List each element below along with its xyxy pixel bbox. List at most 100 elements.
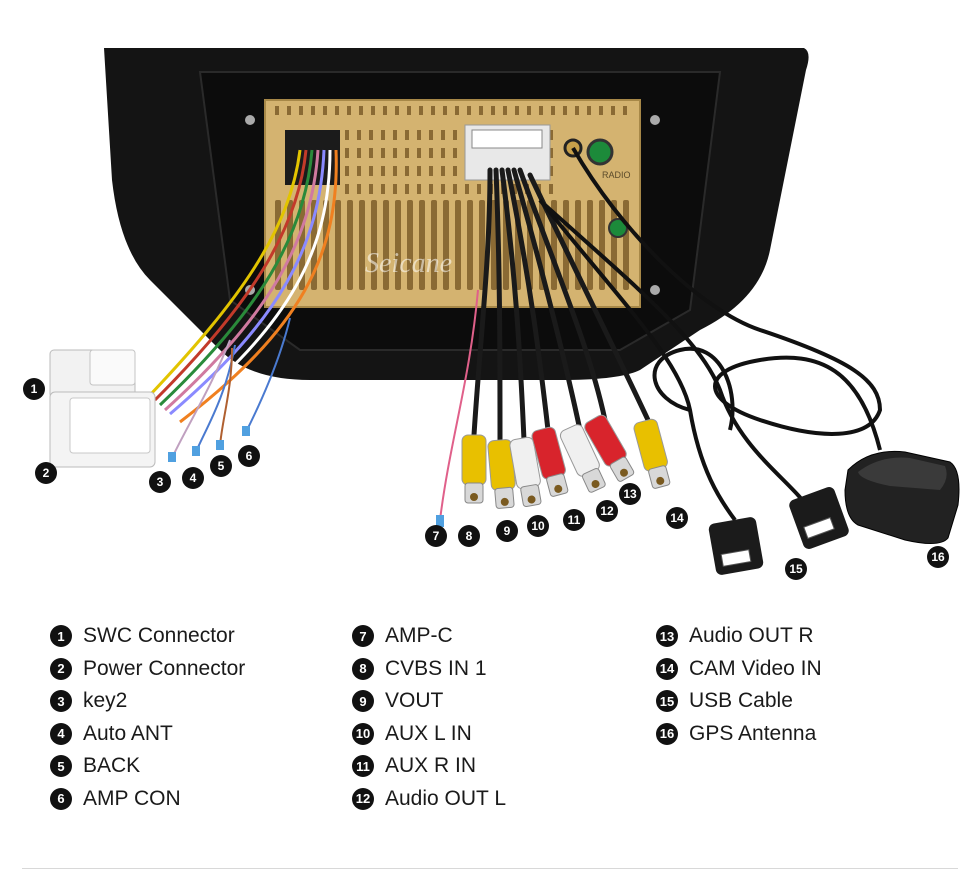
legend-number: 6 [50,787,72,810]
av-socket-inner [471,129,543,149]
callout-14: 14 [666,507,688,529]
vent-slot [311,106,315,115]
legend-number: 7 [352,625,374,648]
rca-vout [487,439,516,509]
rca-cam-video-in [633,418,671,489]
vent-slot [417,166,421,176]
rca-plug-pin [527,495,536,504]
wire-tip-amp-c [436,515,444,527]
vent-slot [369,166,373,176]
vent-slot [599,200,605,290]
vent-slot [381,130,385,140]
vent-slot [575,106,579,115]
vent-slot [359,200,365,290]
callout-3: 3 [149,471,171,493]
vent-slot [441,130,445,140]
callout-6: 6 [238,445,260,467]
vent-slot [287,106,291,115]
legend-label: CAM Video IN [689,656,822,680]
callout-11: 11 [563,509,585,531]
rca-aux-l-in [509,436,542,508]
rca-cvbs-in-1 [461,434,487,504]
screw [650,115,660,125]
callout-16: 16 [927,546,949,568]
vent-slot [549,184,553,194]
wiring-diagram: RADIO Seicane [23,48,960,580]
vent-slot [395,106,399,115]
vent-slot [441,166,445,176]
vent-slot [393,130,397,140]
legend-label: BACK [83,754,141,778]
vent-slot [417,148,421,158]
vent-slot [419,200,425,290]
vent-slot [393,184,397,194]
wire-tip-amp-con [242,426,250,436]
vent-slot [491,106,495,115]
callout-7: 7 [425,525,447,547]
vent-slot [299,106,303,115]
vent-slot [623,106,627,115]
vent-slot [335,106,339,115]
vent-slot [429,130,433,140]
vent-slot [381,184,385,194]
legend-item: 9 VOUT [352,685,506,718]
rca-plug-pin [656,476,665,485]
rca-plug-body [633,418,668,472]
swc-connector-tab [89,349,136,386]
callout-13: 13 [619,483,641,505]
vent-slot [405,130,409,140]
vent-slot [407,106,411,115]
legend-item: 5 BACK [50,750,245,783]
rca-plug-pin [554,484,563,493]
vent-slot [467,106,471,115]
legend-number: 3 [50,690,72,713]
vent-slot [357,148,361,158]
legend-label: Audio OUT L [385,786,507,810]
legend-number: 5 [50,755,72,778]
vent-slot [527,106,531,115]
legend-label: VOUT [385,689,444,713]
vent-slot [477,184,481,194]
legend-number: 14 [656,657,678,680]
usb-port [720,549,752,567]
vent-slot [357,166,361,176]
legend-label: AUX R IN [385,754,477,778]
vent-slot [381,148,385,158]
vent-slot [513,184,517,194]
legend-number: 10 [352,722,374,745]
vent-slot [549,130,553,140]
power-harness [148,149,338,424]
wire-amp-c [439,289,479,521]
vent-slot [393,148,397,158]
usb-cables [538,198,812,522]
gps-antenna-top [858,457,947,490]
vent-slot [381,166,385,176]
vent-slot [359,106,363,115]
vent-slot [347,200,353,290]
vent-slot [465,184,469,194]
rca-plug-tip [648,465,671,489]
gps-cable [571,147,883,451]
usb-connector [708,517,764,575]
vent-slot [431,200,437,290]
rca-plug-pin [470,493,478,501]
legend-label: AMP CON [83,786,181,810]
vent-slot [549,148,553,158]
legend-number: 9 [352,690,374,713]
vent-slot [417,130,421,140]
callout-10: 10 [527,515,549,537]
legend-label: GPS Antenna [689,721,817,745]
callout-9: 9 [496,520,518,542]
vent-slot [393,166,397,176]
legend-number: 1 [50,625,72,648]
vent-slot [357,130,361,140]
vent-slot [417,184,421,194]
legend-label: USB Cable [689,689,793,713]
callout-8: 8 [458,525,480,547]
vent-slot [599,106,603,115]
